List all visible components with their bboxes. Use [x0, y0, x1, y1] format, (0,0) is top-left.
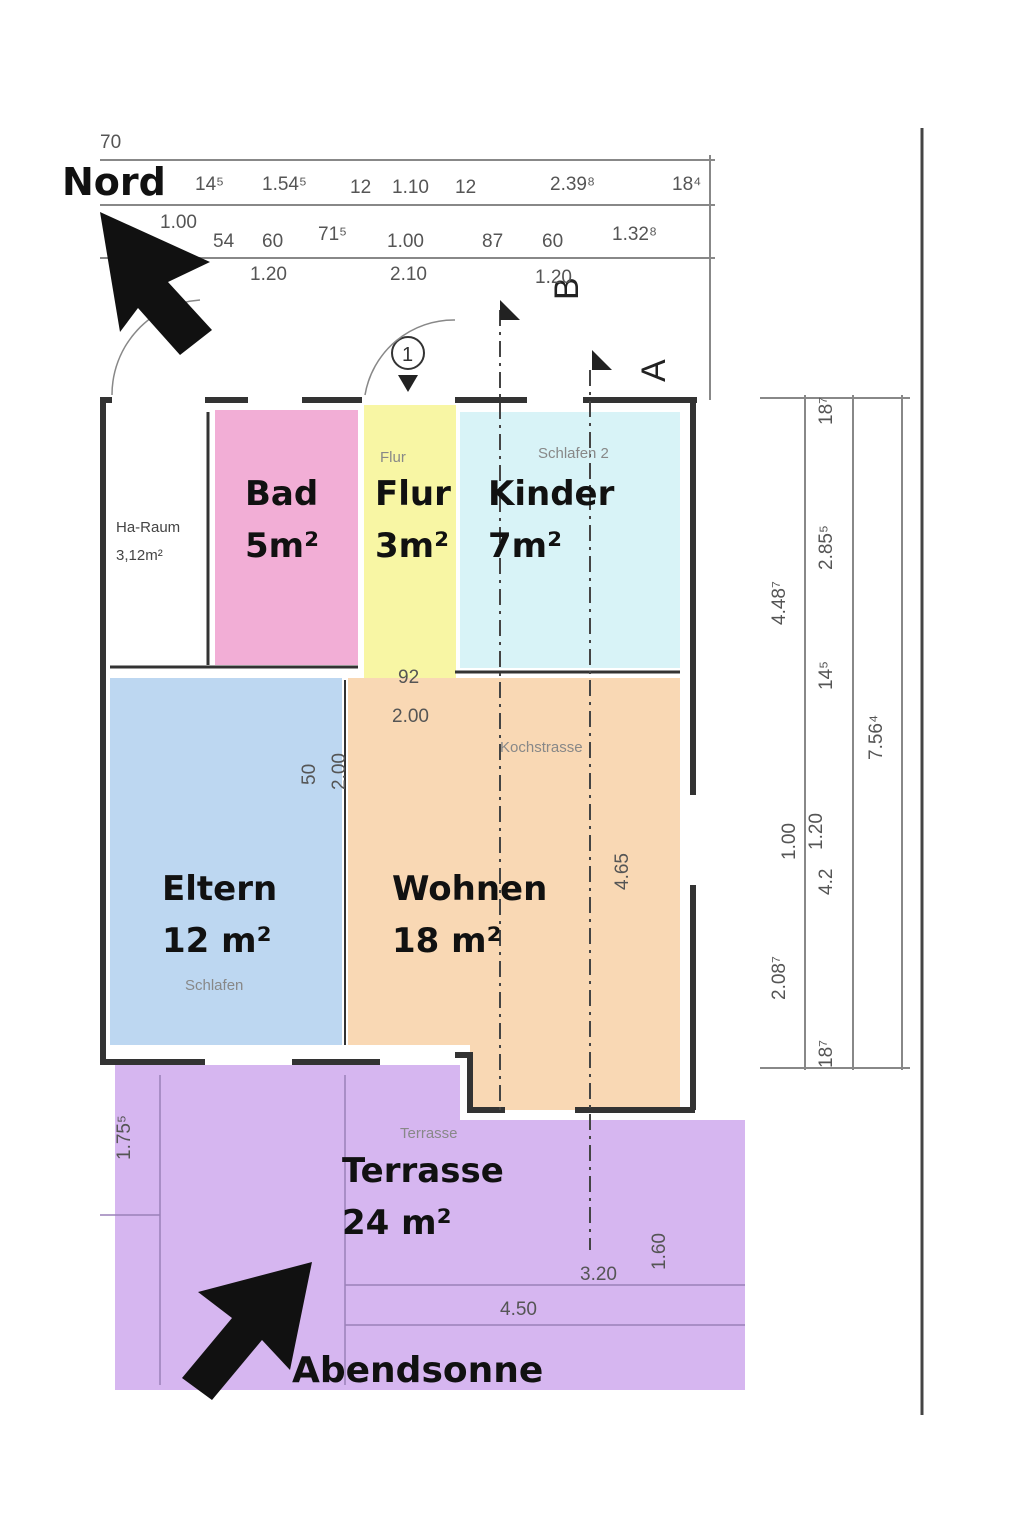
eltern-area: 12 m² — [162, 921, 271, 961]
svg-text:1.32⁸: 1.32⁸ — [612, 224, 657, 245]
svg-text:18⁷: 18⁷ — [816, 1040, 837, 1068]
svg-text:2.85⁵: 2.85⁵ — [816, 525, 837, 570]
wohnen-area: 18 m² — [392, 921, 501, 961]
svg-text:2.00: 2.00 — [392, 706, 429, 727]
section-a-label: A — [635, 359, 673, 382]
dim-top-row3: 1.20 2.10 1.20 — [250, 264, 572, 288]
svg-text:18⁷: 18⁷ — [816, 397, 837, 425]
sun-label: Abendsonne — [292, 1350, 543, 1391]
terrasse-area: 24 m² — [342, 1203, 451, 1243]
walls — [100, 397, 697, 1113]
door-swing — [364, 319, 456, 396]
svg-text:18⁴: 18⁴ — [672, 174, 701, 195]
svg-text:54: 54 — [213, 231, 235, 252]
flur-sub: Flur — [380, 449, 406, 466]
svg-text:7.56⁴: 7.56⁴ — [866, 715, 887, 760]
svg-text:92: 92 — [398, 667, 419, 688]
svg-text:1.20: 1.20 — [806, 813, 827, 850]
svg-text:1.20: 1.20 — [535, 267, 572, 288]
eltern-sub: Schlafen — [185, 977, 243, 994]
kinder-name: Kinder — [488, 474, 615, 514]
kinder-sub: Schlafen 2 — [538, 445, 609, 462]
svg-text:2.08⁷: 2.08⁷ — [769, 956, 790, 1000]
dim-right: 18⁷ 2.85⁵ 4.48⁷ 14⁵ 7.56⁴ 1.00 1.20 4.2 … — [769, 397, 887, 1068]
kinder-area: 7m² — [488, 526, 562, 566]
wohnen-sub: Kochstrasse — [500, 739, 583, 756]
svg-text:1.20: 1.20 — [250, 264, 287, 285]
svg-text:14⁵: 14⁵ — [195, 174, 224, 195]
svg-text:1.10: 1.10 — [392, 177, 429, 198]
section-b-label: B — [548, 277, 586, 300]
svg-text:2.39⁸: 2.39⁸ — [550, 174, 595, 195]
bad-name: Bad — [245, 474, 318, 514]
svg-text:4.50: 4.50 — [500, 1299, 537, 1320]
svg-text:12: 12 — [350, 177, 371, 198]
terrasse-name: Terrasse — [342, 1151, 504, 1191]
svg-text:1.54⁵: 1.54⁵ — [262, 174, 307, 195]
north-arrow-icon — [100, 212, 212, 355]
terrasse-sub: Terrasse — [400, 1125, 458, 1142]
terrace-lines — [100, 1075, 745, 1385]
room-number-text: 1 — [402, 344, 413, 366]
svg-text:71⁵: 71⁵ — [318, 224, 347, 245]
ha-raum-name: Ha-Raum — [116, 519, 180, 536]
section-b-arrow-icon — [500, 300, 520, 320]
svg-text:60: 60 — [262, 231, 283, 252]
flur-name: Flur — [375, 474, 451, 514]
eltern-name: Eltern — [162, 869, 277, 909]
room-kinder — [460, 412, 680, 668]
room-ha-raum — [110, 410, 205, 665]
room-wohnen — [348, 678, 680, 1110]
svg-text:50: 50 — [299, 764, 320, 785]
svg-text:1.00: 1.00 — [160, 212, 197, 233]
dim-top-total: 70 — [100, 132, 121, 153]
right-dimension-lines — [760, 395, 910, 1070]
svg-text:1.75⁵: 1.75⁵ — [114, 1115, 135, 1160]
dim-interior: 92 2.00 50 2.00 4.65 1.75⁵ 4.50 3.20 1.6… — [114, 667, 670, 1320]
room-number-marker — [391, 336, 425, 370]
section-a-arrow-icon — [592, 350, 612, 370]
svg-text:4.2: 4.2 — [816, 869, 837, 895]
svg-text:60: 60 — [542, 231, 563, 252]
svg-text:2.10: 2.10 — [390, 264, 427, 285]
room-eltern — [110, 678, 342, 1045]
north-label: Nord — [62, 160, 166, 204]
sun-arrow-icon — [182, 1262, 312, 1400]
svg-text:2.00: 2.00 — [329, 753, 350, 790]
room-bad — [215, 410, 358, 665]
room-flur — [364, 405, 456, 680]
door-arrow-icon — [398, 375, 418, 392]
dim-top-row1: 14⁵ 1.54⁵ 12 1.10 12 2.39⁸ 18⁴ — [195, 174, 701, 198]
ha-raum-area: 3,12m² — [116, 547, 163, 564]
svg-text:87: 87 — [482, 231, 503, 252]
svg-text:14⁵: 14⁵ — [816, 661, 837, 690]
svg-text:12: 12 — [455, 177, 476, 198]
svg-text:3.20: 3.20 — [580, 1264, 617, 1285]
wohnen-name: Wohnen — [392, 869, 547, 909]
svg-text:1.00: 1.00 — [387, 231, 424, 252]
bad-area: 5m² — [245, 526, 319, 566]
svg-text:1.60: 1.60 — [649, 1233, 670, 1270]
svg-text:4.48⁷: 4.48⁷ — [769, 581, 790, 625]
svg-text:1.00: 1.00 — [779, 823, 800, 860]
top-dimension-lines — [100, 155, 715, 400]
dim-top-row2: 1.00 54 60 71⁵ 1.00 87 60 1.32⁸ — [160, 212, 657, 252]
flur-area: 3m² — [375, 526, 449, 566]
svg-text:4.65: 4.65 — [612, 853, 633, 890]
